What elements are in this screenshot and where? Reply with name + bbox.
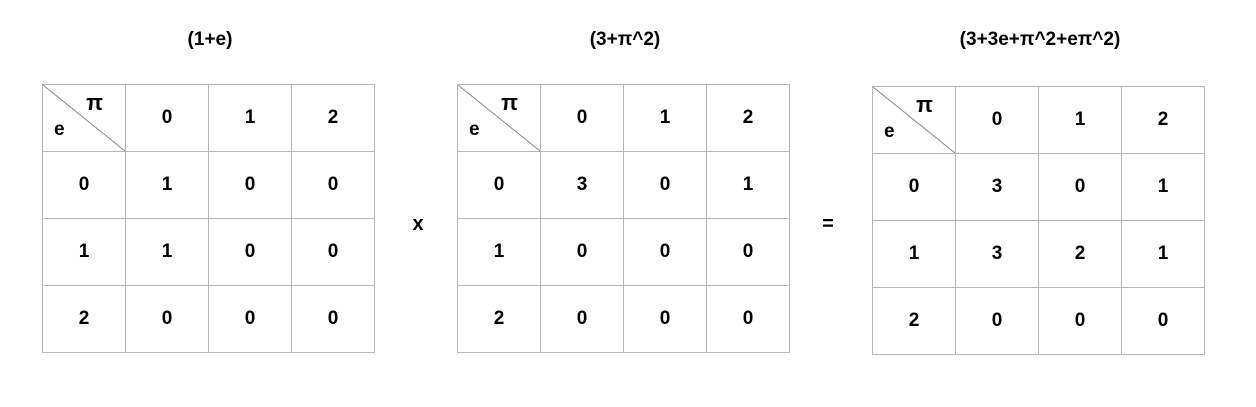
table-cell: 2 xyxy=(1038,220,1122,288)
table-cell: 0 xyxy=(623,285,707,353)
column-header: 0 xyxy=(540,84,624,152)
table-cell: 0 xyxy=(540,218,624,286)
column-header: 0 xyxy=(125,84,209,152)
table-cell: 3 xyxy=(955,153,1039,221)
table-cell: 0 xyxy=(955,287,1039,355)
row-header: 2 xyxy=(42,285,126,353)
table-row: 2 0 0 0 xyxy=(872,287,1205,355)
column-header: 2 xyxy=(291,84,375,152)
row-header: 1 xyxy=(42,218,126,286)
column-header: 1 xyxy=(623,84,707,152)
multiply-operator: x xyxy=(412,213,424,235)
column-header: 1 xyxy=(1038,86,1122,154)
table-cell: 0 xyxy=(623,151,707,219)
table-row: 0 1 0 0 xyxy=(42,151,375,219)
table-cell: 3 xyxy=(540,151,624,219)
row-variable-label: e xyxy=(469,119,480,140)
coefficient-table-left: π e 0 1 2 0 1 0 0 1 1 0 0 2 0 0 0 xyxy=(42,84,375,353)
row-header: 1 xyxy=(457,218,541,286)
table-cell: 0 xyxy=(623,218,707,286)
table-row: 2 0 0 0 xyxy=(42,285,375,353)
table-cell: 1 xyxy=(706,151,790,219)
table-row: 2 0 0 0 xyxy=(457,285,790,353)
column-header: 2 xyxy=(1121,86,1205,154)
coefficient-table-right: π e 0 1 2 0 3 0 1 1 3 2 1 2 0 0 0 xyxy=(872,86,1205,355)
table-cell: 1 xyxy=(1121,220,1205,288)
table-cell: 0 xyxy=(540,285,624,353)
table-cell: 0 xyxy=(208,218,292,286)
column-variable-label: π xyxy=(86,90,103,115)
table-title-middle: (3+π^2) xyxy=(589,29,661,50)
equals-operator: = xyxy=(822,213,834,235)
table-cell: 1 xyxy=(125,151,209,219)
table-row: 1 0 0 0 xyxy=(457,218,790,286)
coefficient-table-middle: π e 0 1 2 0 3 0 1 1 0 0 0 2 0 0 0 xyxy=(457,84,790,353)
table-row: 0 3 0 1 xyxy=(872,153,1205,221)
corner-cell: π e xyxy=(872,86,956,154)
column-header: 1 xyxy=(208,84,292,152)
header-row: π e 0 1 2 xyxy=(872,86,1205,154)
table-cell: 0 xyxy=(291,218,375,286)
header-row: π e 0 1 2 xyxy=(42,84,375,152)
table-cell: 3 xyxy=(955,220,1039,288)
row-variable-label: e xyxy=(54,119,65,140)
corner-cell: π e xyxy=(457,84,541,152)
column-variable-label: π xyxy=(916,92,933,117)
table-cell: 0 xyxy=(291,285,375,353)
diagonal-divider xyxy=(873,87,955,153)
row-header: 2 xyxy=(872,287,956,355)
table-title-left: (1+e) xyxy=(187,29,233,50)
table-row: 1 1 0 0 xyxy=(42,218,375,286)
corner-cell: π e xyxy=(42,84,126,152)
table-cell: 1 xyxy=(1121,153,1205,221)
table-cell: 0 xyxy=(706,218,790,286)
table-title-right: (3+3e+π^2+eπ^2) xyxy=(959,29,1121,50)
table-cell: 0 xyxy=(208,151,292,219)
row-variable-label: e xyxy=(884,121,895,142)
table-cell: 0 xyxy=(1038,153,1122,221)
header-row: π e 0 1 2 xyxy=(457,84,790,152)
column-header: 0 xyxy=(955,86,1039,154)
row-header: 0 xyxy=(457,151,541,219)
column-variable-label: π xyxy=(501,90,518,115)
table-row: 0 3 0 1 xyxy=(457,151,790,219)
table-cell: 0 xyxy=(125,285,209,353)
diagonal-divider xyxy=(43,85,125,151)
table-cell: 0 xyxy=(291,151,375,219)
diagonal-divider xyxy=(458,85,540,151)
row-header: 0 xyxy=(872,153,956,221)
table-cell: 1 xyxy=(125,218,209,286)
table-cell: 0 xyxy=(706,285,790,353)
row-header: 2 xyxy=(457,285,541,353)
row-header: 0 xyxy=(42,151,126,219)
column-header: 2 xyxy=(706,84,790,152)
row-header: 1 xyxy=(872,220,956,288)
table-cell: 0 xyxy=(1121,287,1205,355)
table-cell: 0 xyxy=(1038,287,1122,355)
table-row: 1 3 2 1 xyxy=(872,220,1205,288)
table-cell: 0 xyxy=(208,285,292,353)
